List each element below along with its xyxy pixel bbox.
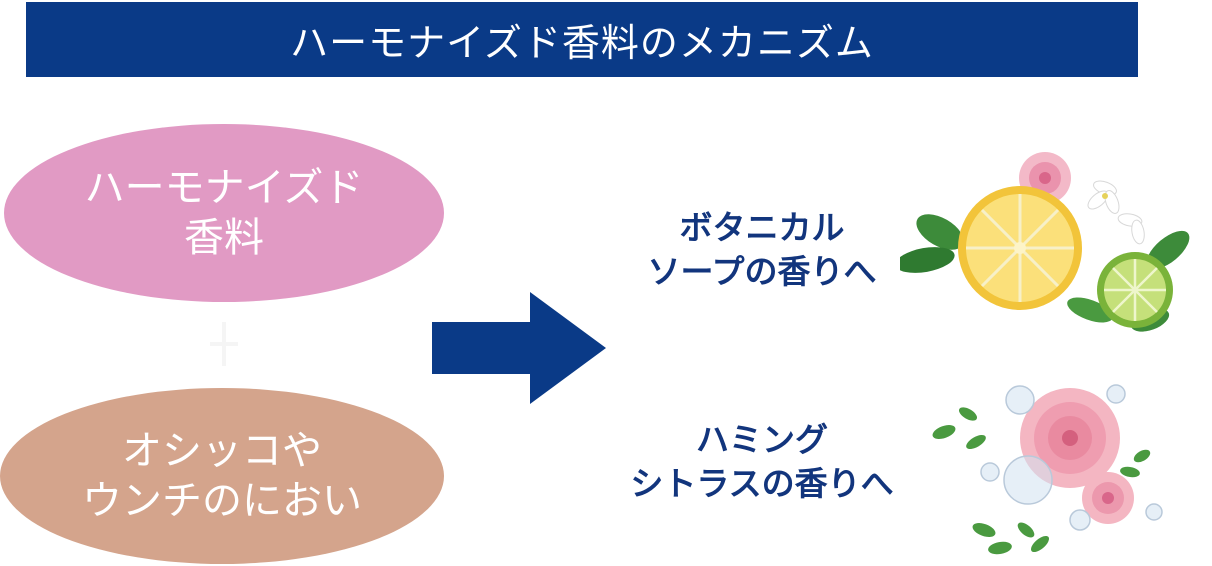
right-arrow-icon	[432, 292, 606, 404]
result-humming-line1: ハミング	[696, 420, 828, 459]
harmonized-fragrance-line2: 香料	[184, 215, 264, 261]
odor-ellipse: オシッコや ウンチのにおい	[0, 388, 444, 564]
result-humming-citrus: ハミング シトラスの香りへ	[612, 418, 912, 505]
citrus-flower-icon	[900, 152, 1190, 332]
result-botanical-line2: ソープの香りへ	[647, 251, 877, 291]
result-botanical-soap: ボタニカル ソープの香りへ	[612, 206, 912, 293]
title-bar: ハーモナイズド香料のメカニズム	[26, 2, 1138, 77]
odor-line2: ウンチのにおい	[82, 478, 362, 524]
harmonized-fragrance-ellipse: ハーモナイズド 香料	[4, 124, 444, 302]
plus-icon	[210, 322, 238, 366]
result-humming-line2: シトラスの香りへ	[630, 463, 894, 503]
rose-bubbles-icon	[932, 384, 1163, 555]
result-botanical-line1: ボタニカル	[679, 208, 845, 247]
harmonized-fragrance-line1: ハーモナイズド	[84, 165, 364, 211]
page-title: ハーモナイズド香料のメカニズム	[290, 21, 874, 65]
odor-line1: オシッコや	[122, 428, 322, 474]
